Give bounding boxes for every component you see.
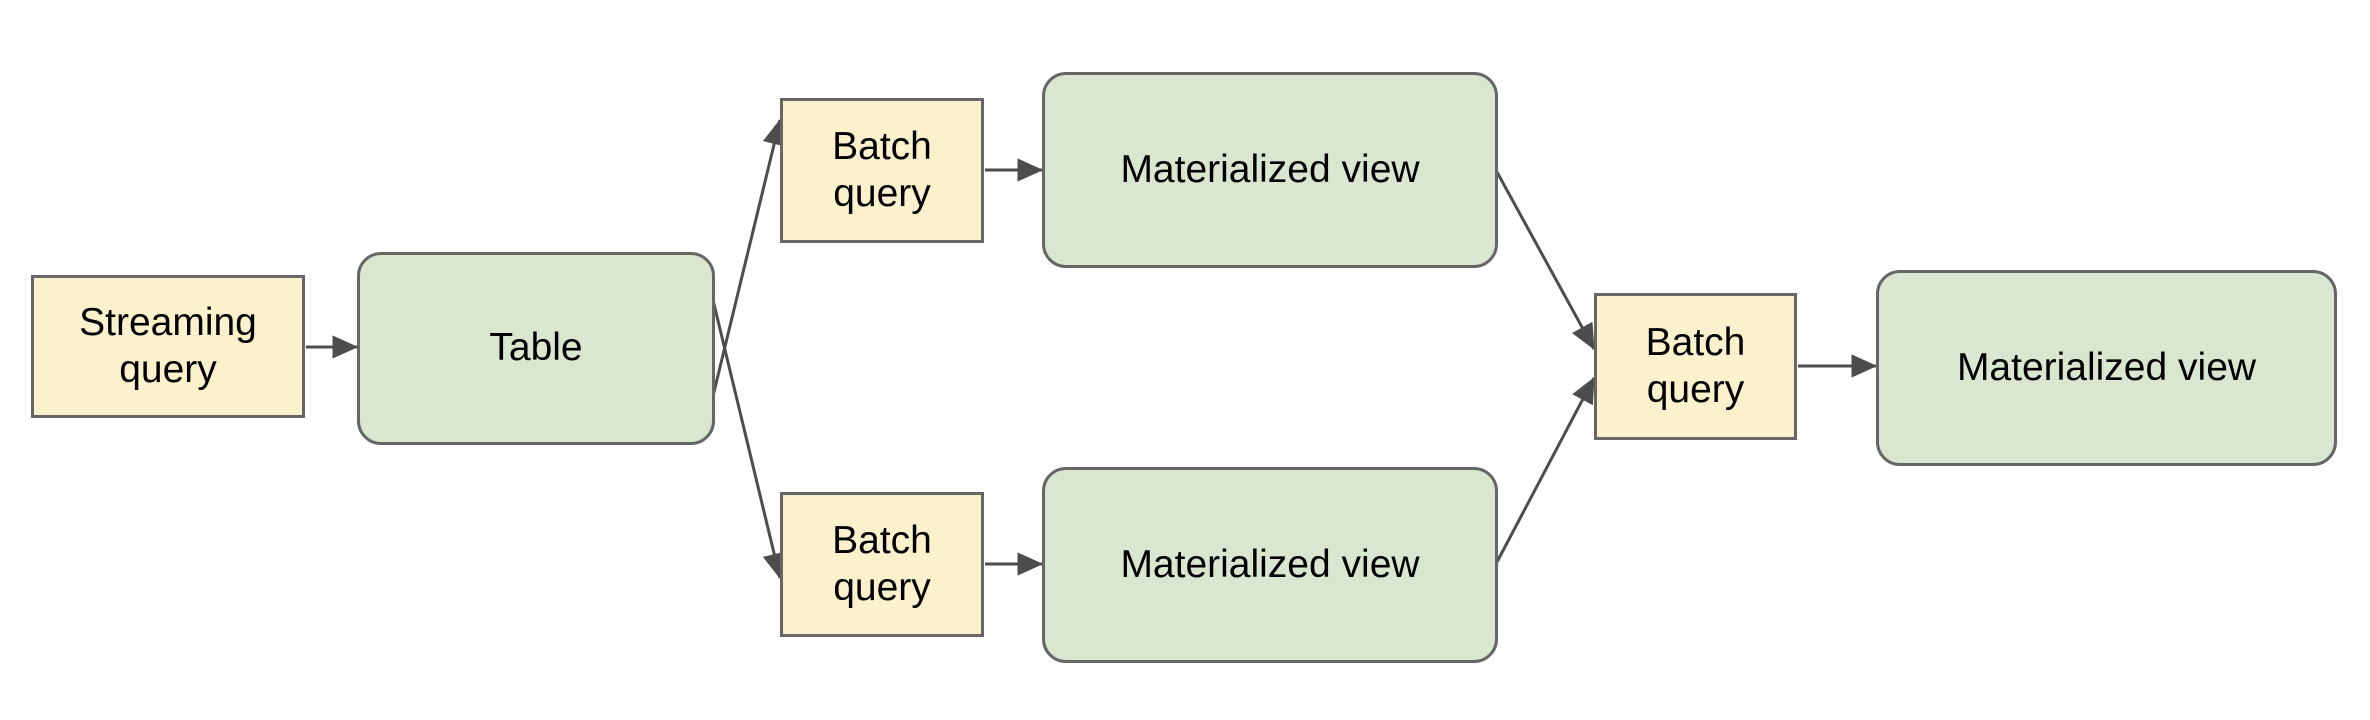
node-materialized-view-bottom[interactable]: Materialized view: [1042, 467, 1498, 663]
node-batch-query-top[interactable]: Batch query: [780, 98, 984, 243]
node-label-batch-query-top: Batch query: [832, 125, 932, 215]
node-batch-query-join[interactable]: Batch query: [1594, 293, 1797, 440]
edge-table-to-batch-query-top: [711, 118, 786, 397]
node-label-streaming-query: Streaming query: [79, 301, 257, 391]
node-label-materialized-view-top: Materialized view: [1120, 147, 1420, 191]
node-label-table: Table: [489, 326, 583, 370]
node-label-materialized-view-final: Materialized view: [1956, 345, 2257, 389]
edge-materialized-view-top-to-batch-query-join: [1495, 171, 1596, 351]
node-materialized-view-top[interactable]: Materialized view: [1042, 72, 1498, 268]
node-label-materialized-view-bottom: Materialized view: [1120, 542, 1420, 586]
node-table[interactable]: Table: [357, 252, 715, 445]
edge-materialized-view-bottom-to-batch-query-join: [1495, 376, 1596, 563]
node-materialized-view-final[interactable]: Materialized view: [1876, 270, 2337, 466]
node-streaming-query[interactable]: Streaming query: [31, 275, 305, 418]
edge-table-to-batch-query-bottom: [711, 299, 786, 580]
node-batch-query-bottom[interactable]: Batch query: [780, 492, 984, 637]
node-label-batch-query-bottom: Batch query: [832, 519, 932, 609]
node-label-batch-query-join: Batch query: [1645, 321, 1746, 411]
